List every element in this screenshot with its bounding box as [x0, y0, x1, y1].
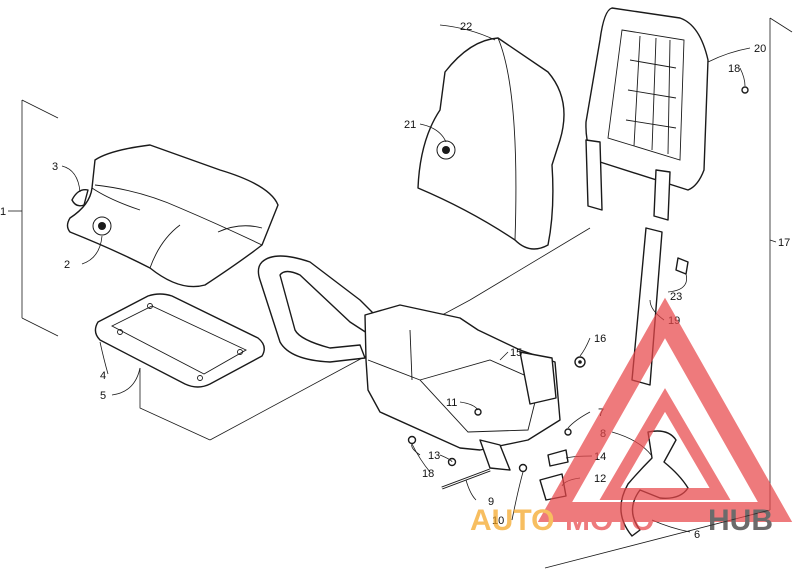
watermark-text-hub: HUB: [708, 504, 773, 537]
long-bolt: [441, 468, 491, 490]
watermark-text-auto: AUTO: [470, 504, 554, 537]
frame-screw: [741, 86, 749, 94]
callout-20: 20: [754, 43, 766, 55]
leader-lines: [8, 24, 777, 533]
callout-22: 22: [460, 21, 472, 33]
callout-18-top: 18: [728, 63, 740, 75]
small-fasteners: [407, 408, 572, 473]
callout-4: 4: [100, 370, 106, 382]
callout-10: 10: [492, 515, 504, 527]
callout-23: 23: [670, 291, 682, 303]
frame-posts: [585, 139, 671, 221]
callout-16: 16: [594, 333, 606, 345]
seat-badge: [92, 216, 112, 236]
callout-9: 9: [488, 496, 494, 508]
backrest-frame: [585, 7, 709, 191]
side-brackets: [479, 351, 557, 471]
callout-12: 12: [594, 473, 606, 485]
watermark-triangle-outer: [537, 297, 793, 522]
callout-21: 21: [404, 119, 416, 131]
seat-clip: [71, 189, 89, 207]
callout-1: 1: [0, 206, 6, 218]
watermark-text-moto: MOTO: [565, 504, 654, 537]
seat-base-pan: [94, 293, 265, 388]
watermark-triangle-inner: [599, 388, 731, 500]
callout-15: 15: [510, 347, 522, 359]
callout-5: 5: [100, 390, 106, 402]
backrest-badge: [436, 140, 456, 160]
callout-2: 2: [64, 259, 70, 271]
watermark: AUTO MOTO HUB: [470, 297, 793, 537]
callout-17: 17: [778, 237, 790, 249]
mount-bracket-base: [364, 304, 561, 451]
seat-cushion: [66, 144, 279, 288]
callout-18-bottom: 18: [422, 468, 434, 480]
backrest-pad: [417, 37, 565, 250]
callout-13: 13: [428, 450, 440, 462]
callout-11: 11: [446, 397, 457, 409]
tube-clip: [675, 257, 689, 275]
callout-3: 3: [52, 161, 58, 173]
handle-bar: [257, 255, 381, 363]
callout-6: 6: [694, 529, 700, 541]
washer: [574, 356, 586, 368]
